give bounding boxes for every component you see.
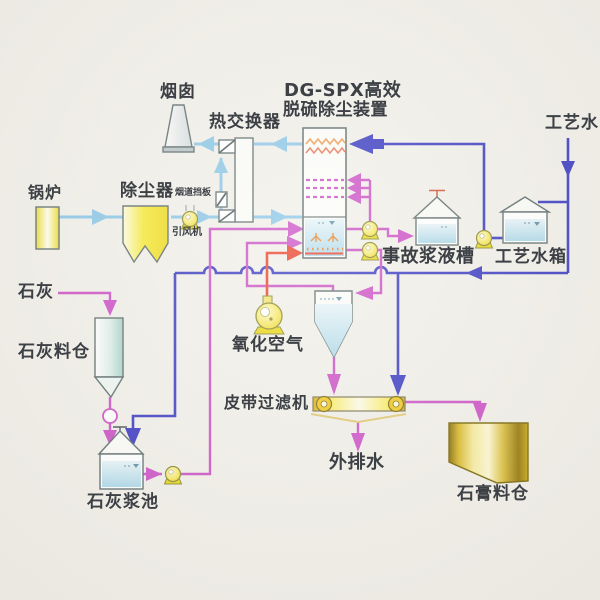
label-external-drain: 外排水 — [329, 452, 385, 473]
flue-damper — [215, 191, 228, 208]
process-water-lines — [125, 134, 575, 447]
arrow-tank-to-pump — [146, 467, 162, 481]
arrow-hx-to-chimney — [198, 136, 214, 152]
arrow-process-water-inlet — [561, 161, 575, 177]
chimney — [162, 104, 195, 153]
label-oxidation-air: 氧化空气 — [232, 335, 304, 355]
arrow-wash-to-belt — [390, 375, 406, 396]
spray-banks — [306, 178, 344, 199]
sparger-1 — [310, 233, 322, 242]
accident-slurry-tank — [412, 189, 462, 246]
arrow-spray-3 — [347, 190, 361, 204]
arrow-spray-2 — [347, 181, 361, 195]
arrow-hx-to-tower — [271, 209, 288, 225]
arrow-fan-to-hx — [197, 210, 212, 224]
arrow-lime-to-silo — [103, 300, 117, 316]
label-chimney: 烟囱 — [160, 82, 196, 102]
process-water-tank — [498, 196, 552, 244]
label-dust-collector: 除尘器 — [120, 181, 174, 201]
arrow-water-to-lime-tank — [125, 428, 141, 447]
arrow-boiler-to-esp — [92, 209, 109, 225]
label-accident-slurry-tank: 事故浆液槽 — [382, 246, 475, 267]
arrow-tower-to-hx — [271, 136, 287, 152]
arrow-bypass-up — [214, 157, 228, 173]
demister-layer-1 — [305, 137, 346, 146]
arrow-overflow-to-tower — [287, 236, 303, 250]
label-boiler: 锅炉 — [28, 183, 63, 202]
arrow-to-accident-tank — [398, 229, 414, 243]
arrow-silo-to-tank — [103, 430, 117, 446]
label-gypsum-silo: 石膏料仓 — [457, 484, 529, 504]
label-process-water: 工艺水 — [545, 113, 599, 133]
boiler — [35, 206, 60, 250]
hydrocyclone — [314, 290, 353, 359]
filtrate-tray — [310, 413, 407, 424]
lime-silo — [93, 317, 125, 399]
absorber-tower — [302, 127, 347, 259]
label-heat-exchanger: 热交换器 — [209, 112, 281, 132]
dust-collector — [122, 205, 169, 264]
induced-draft-fan — [180, 205, 200, 230]
title-line-1: DG-SPX高效 — [284, 80, 402, 101]
process-water-pump — [474, 229, 494, 249]
label-lime-silo: 石灰料仓 — [18, 342, 90, 362]
belt-filter — [310, 395, 407, 424]
title-line-2: 脱硫除尘装置 — [283, 100, 388, 120]
recirculation-pump — [360, 220, 380, 240]
arrow-water-to-tower — [349, 134, 384, 154]
label-lime: 石灰 — [18, 282, 54, 302]
label-process-water-tank: 工艺水箱 — [495, 247, 567, 267]
arrow-underflow-to-belt — [327, 374, 341, 395]
arrow-air-to-tower — [287, 245, 303, 261]
label-belt-filter: 皮带过滤机 — [224, 393, 310, 412]
sparger-2 — [327, 233, 339, 242]
slurry-lines — [58, 173, 487, 481]
bleed-pump — [360, 241, 380, 261]
arrow-water-distribution — [466, 266, 482, 280]
demister-layer-2 — [305, 146, 346, 155]
lime-slurry-tank — [97, 426, 145, 490]
arrow-to-cyclone — [355, 286, 373, 300]
slurry-pool — [305, 219, 344, 256]
rotary-feeder-valve — [102, 408, 118, 424]
arrow-lime-slurry-to-tower — [288, 221, 304, 237]
arrow-gypsum-to-silo — [473, 403, 487, 422]
heat-exchanger — [218, 137, 254, 223]
label-flue-damper: 烟道挡板 — [175, 188, 212, 198]
oxidation-air-line — [265, 245, 303, 297]
arrow-filtrate-drain — [351, 433, 365, 452]
label-induced-draft-fan: 引风机 — [172, 227, 202, 238]
gypsum-silo — [448, 422, 529, 484]
oxidation-air-blower — [253, 295, 285, 335]
label-lime-slurry-tank: 石灰浆池 — [87, 492, 159, 512]
lime-slurry-pump — [163, 465, 183, 485]
